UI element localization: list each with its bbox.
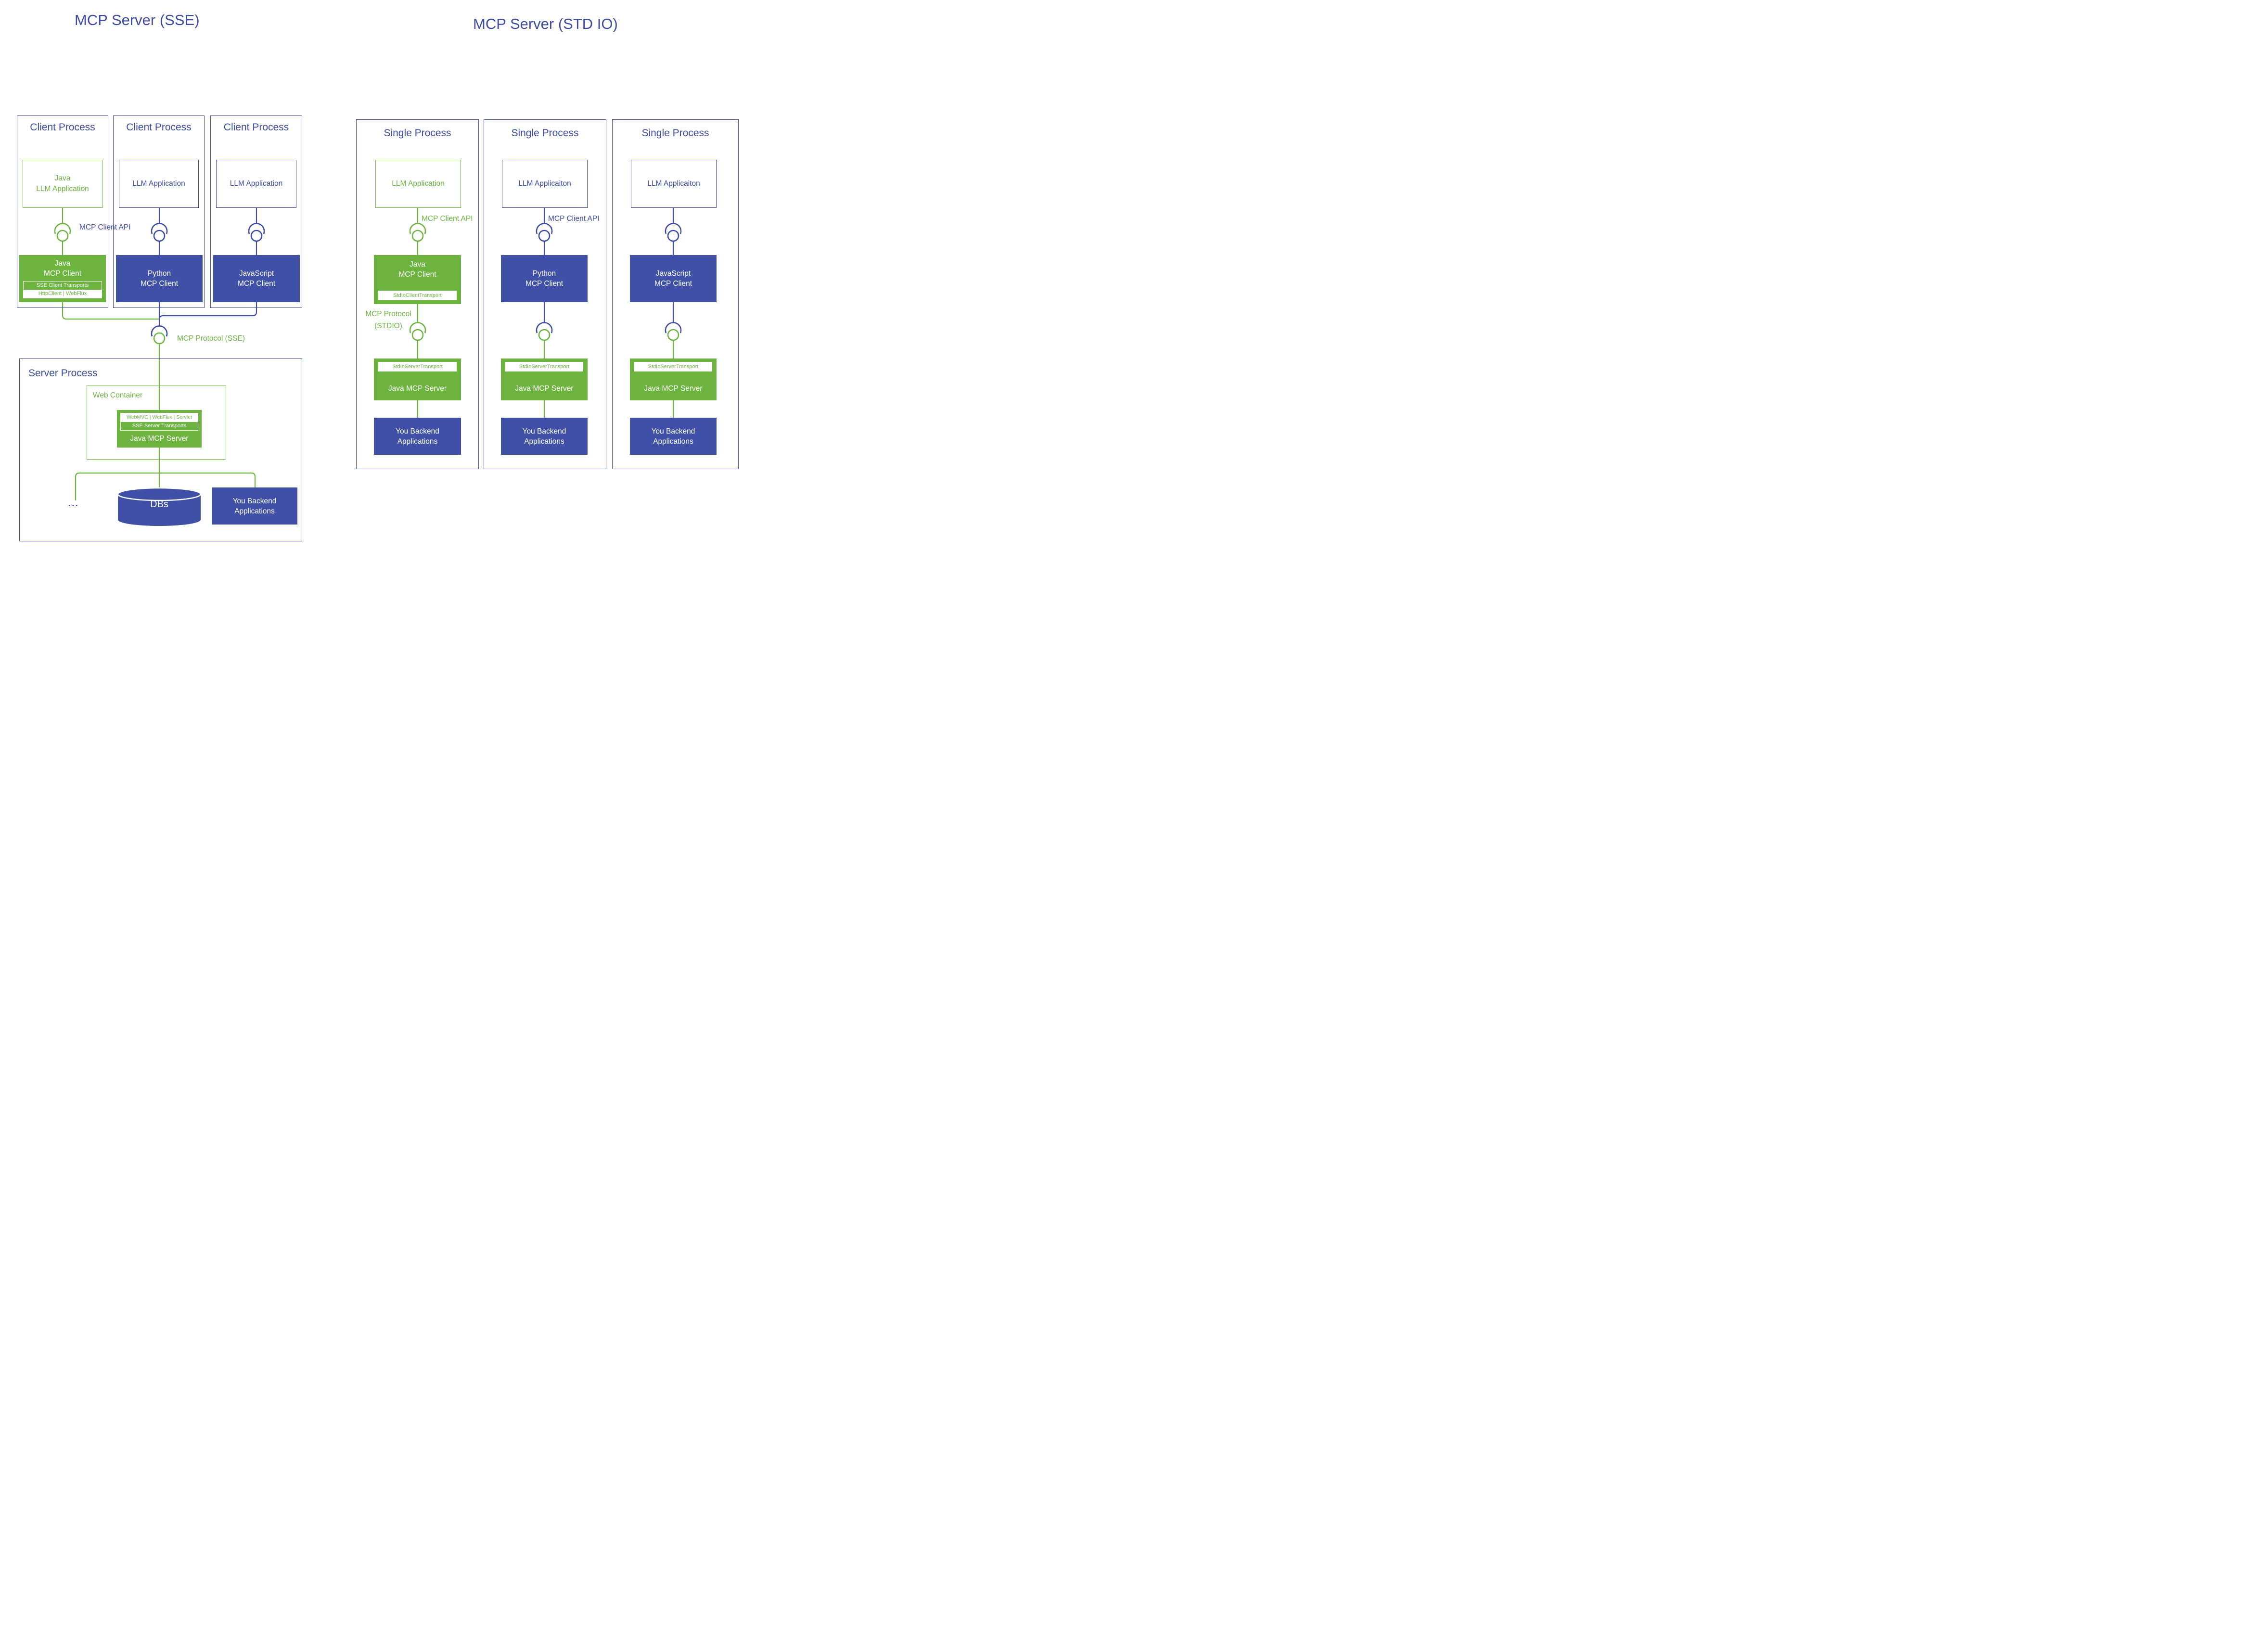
- connector-line: [417, 208, 674, 255]
- client-process-header: Client Process: [126, 122, 192, 133]
- single-process-box: Single Process: [356, 119, 479, 469]
- java-mcp-server-label: Java MCP Server: [388, 384, 447, 393]
- client-process-header: Client Process: [30, 122, 95, 133]
- llm-application-label: LLM Application: [392, 179, 445, 188]
- backend-label: You Backend: [522, 427, 566, 435]
- javascript-mcp-client-box: JavaScript MCP Client: [213, 255, 300, 302]
- llm-application-label: LLM Application: [230, 179, 283, 188]
- mcp-client-label: MCP Client: [654, 280, 692, 288]
- you-backend-applications-box: You Backend Applications: [630, 418, 717, 455]
- you-backend-applications-box: You Backend Applications: [212, 487, 297, 525]
- mcp-client-label: MCP Client: [525, 280, 564, 288]
- server-process-header: Server Process: [28, 368, 98, 379]
- backend-label: You Backend: [651, 427, 695, 435]
- java-mcp-server-label: Java MCP Server: [515, 384, 574, 393]
- backend-label: Applications: [653, 437, 693, 446]
- web-container-label: Web Container: [93, 391, 143, 399]
- diagram-canvas: MCP Server (SSE) Client Process Java LLM…: [0, 0, 747, 551]
- backend-label: You Backend: [396, 427, 439, 435]
- java-mcp-server-box: WebMVC | WebFlux | Servlet SSE Server Tr…: [117, 410, 202, 448]
- mcp-client-label: JavaScript: [239, 269, 274, 278]
- backend-label: Applications: [234, 507, 275, 515]
- you-backend-applications-box: You Backend Applications: [374, 418, 461, 455]
- connector-line: [75, 344, 256, 500]
- mcp-client-label: Python: [147, 269, 171, 278]
- web-frameworks-strip: WebMVC | WebFlux | Servlet: [121, 413, 198, 422]
- httpclient-webflux-strip: HttpClient | WebFlux: [24, 290, 102, 298]
- javascript-mcp-client-box: JavaScript MCP Client: [630, 255, 717, 302]
- java-mcp-server-box: StdIoServerTransport Java MCP Server: [630, 359, 717, 400]
- mcp-client-label: Python: [532, 269, 556, 278]
- llm-application-box: LLM Application: [119, 160, 199, 208]
- llm-application-box: Java LLM Application: [23, 160, 102, 208]
- llm-application-label: Java: [54, 174, 71, 182]
- llm-application-label: LLM Application: [36, 185, 89, 193]
- transports-panel: SSE Client Transports HttpClient | WebFl…: [23, 281, 102, 298]
- python-mcp-client-box: Python MCP Client: [116, 255, 203, 302]
- single-process-box: Single Process: [484, 119, 606, 469]
- stdio-server-transport-strip: StdIoServerTransport: [505, 362, 583, 371]
- diagram-lines-layer: [54, 208, 682, 526]
- web-container-box: Web Container: [87, 385, 226, 460]
- single-process-header: Single Process: [641, 128, 709, 139]
- client-process-box: Client Process: [113, 115, 205, 308]
- mcp-client-api-label: MCP Client API: [79, 223, 131, 231]
- server-process-box: Server Process: [19, 359, 302, 541]
- interface-socket-icon: [409, 223, 682, 242]
- client-process-box: Client Process: [17, 115, 108, 308]
- java-mcp-client-box: Java MCP Client SSE Client Transports Ht…: [19, 255, 106, 302]
- sse-client-transports-strip: SSE Client Transports: [36, 282, 89, 288]
- interface-socket-icon: [54, 223, 265, 242]
- client-process-header: Client Process: [223, 122, 289, 133]
- stdio-server-transport-strip: StdIoServerTransport: [378, 362, 457, 371]
- mcp-client-label: MCP Client: [140, 280, 179, 288]
- single-process-header: Single Process: [384, 128, 451, 139]
- mcp-protocol-sse-label: MCP Protocol (SSE): [177, 334, 245, 343]
- mcp-client-label: MCP Client: [237, 280, 276, 288]
- backend-label: Applications: [397, 437, 438, 446]
- java-mcp-server-box: StdIoServerTransport Java MCP Server: [501, 359, 588, 400]
- database-cylinder-icon: [117, 487, 202, 526]
- backend-label: Applications: [524, 437, 564, 446]
- llm-application-label: LLM Application: [132, 179, 185, 188]
- python-mcp-client-box: Python MCP Client: [501, 255, 588, 302]
- java-mcp-server-box: StdIoServerTransport Java MCP Server: [374, 359, 461, 400]
- single-process-box: Single Process: [612, 119, 739, 469]
- llm-application-box: LLM Applicaiton: [502, 160, 588, 208]
- mcp-client-label: Java: [410, 260, 425, 269]
- connector-line: [417, 302, 674, 359]
- mcp-client-api-label: MCP Client API: [422, 215, 473, 223]
- mcp-protocol-stdio-label: MCP Protocol (STDIO): [365, 310, 411, 330]
- mcp-client-label: JavaScript: [655, 269, 691, 278]
- stdio-server-transport-strip: StdIoServerTransport: [634, 362, 712, 371]
- connector-line: [417, 400, 674, 418]
- llm-application-label: LLM Applicaiton: [518, 179, 571, 188]
- backend-label: You Backend: [232, 497, 277, 505]
- dbs-label: DBs: [150, 499, 168, 510]
- stdio-protocol-socket-icon: [409, 322, 682, 341]
- llm-application-box: LLM Application: [216, 160, 296, 208]
- llm-application-box: LLM Applicaiton: [631, 160, 717, 208]
- ellipsis-label: ...: [68, 499, 79, 509]
- llm-application-box: LLM Application: [375, 160, 461, 208]
- java-mcp-client-box: Java MCP Client StdIoClientTransport: [374, 255, 461, 304]
- sse-diagram-title: MCP Server (SSE): [75, 12, 200, 28]
- mcp-client-api-label: MCP Client API: [548, 215, 600, 223]
- sse-server-transports-strip: SSE Server Transports: [121, 422, 198, 430]
- single-process-header: Single Process: [511, 128, 579, 139]
- mcp-client-label: MCP Client: [43, 269, 82, 278]
- server-transports-panel: WebMVC | WebFlux | Servlet SSE Server Tr…: [120, 413, 198, 431]
- client-process-box: Client Process: [210, 115, 302, 308]
- mcp-client-label: Java: [54, 259, 71, 268]
- you-backend-applications-box: You Backend Applications: [501, 418, 588, 455]
- java-mcp-server-label: Java MCP Server: [644, 384, 703, 393]
- stdio-diagram-title: MCP Server (STD IO): [473, 15, 618, 32]
- connector-line: [62, 208, 257, 255]
- connector-line: [62, 302, 257, 326]
- llm-application-label: LLM Applicaiton: [647, 179, 700, 188]
- mcp-client-label: MCP Client: [398, 270, 436, 279]
- java-mcp-server-label: Java MCP Server: [130, 435, 189, 443]
- stdio-client-transport-strip: StdIoClientTransport: [378, 291, 457, 300]
